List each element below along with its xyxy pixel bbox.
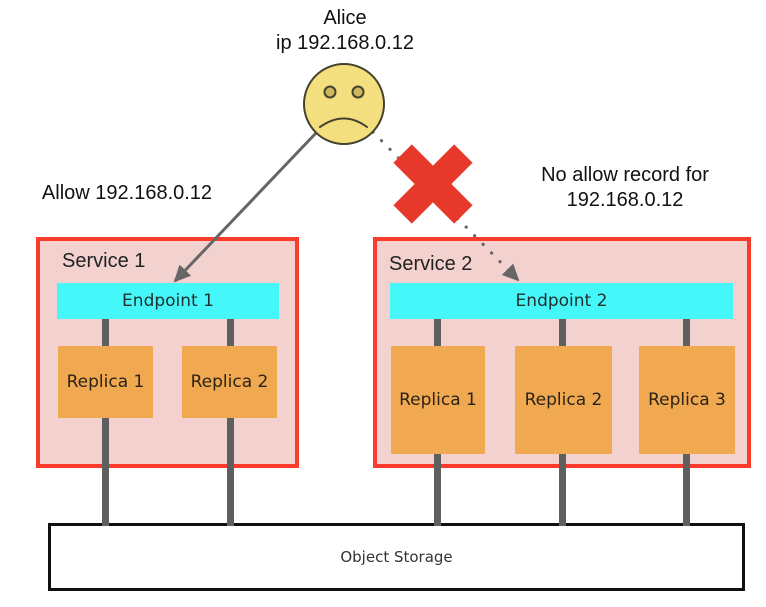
actor-name: Alice: [323, 7, 367, 29]
connector: [683, 317, 690, 348]
allow-note: Allow 192.168.0.12: [41, 182, 213, 204]
sad-face-icon: [303, 63, 385, 145]
connector: [102, 416, 109, 526]
actor-ip: ip 192.168.0.12: [276, 32, 414, 54]
connector: [683, 452, 690, 526]
deny-note-line2: 192.168.0.12: [566, 189, 684, 211]
actor-label: Alice ip 192.168.0.12: [245, 6, 445, 56]
service-2-replica-1: Replica 1: [391, 346, 485, 454]
service-2-replica-3: Replica 3: [639, 346, 735, 454]
service-1-label: Service 1: [62, 250, 146, 272]
service-2-replica-2: Replica 2: [515, 346, 612, 454]
service-2-label: Service 2: [389, 253, 473, 275]
connector: [434, 452, 441, 526]
connector: [434, 317, 441, 348]
connector: [559, 317, 566, 348]
object-storage-label: Object Storage: [340, 548, 453, 566]
service-1-replica-1: Replica 1: [58, 346, 153, 418]
endpoint-2: Endpoint 2: [390, 283, 733, 319]
service-1-replica-2: Replica 2: [182, 346, 277, 418]
connector: [227, 317, 234, 348]
connector: [102, 317, 109, 348]
endpoint-1: Endpoint 1: [57, 283, 279, 319]
deny-cross-icon: [393, 144, 473, 224]
connector: [559, 452, 566, 526]
deny-note: No allow record for 192.168.0.12: [513, 163, 737, 213]
deny-note-line1: No allow record for: [541, 164, 709, 186]
object-storage-box: Object Storage: [48, 523, 745, 591]
connector: [227, 416, 234, 526]
